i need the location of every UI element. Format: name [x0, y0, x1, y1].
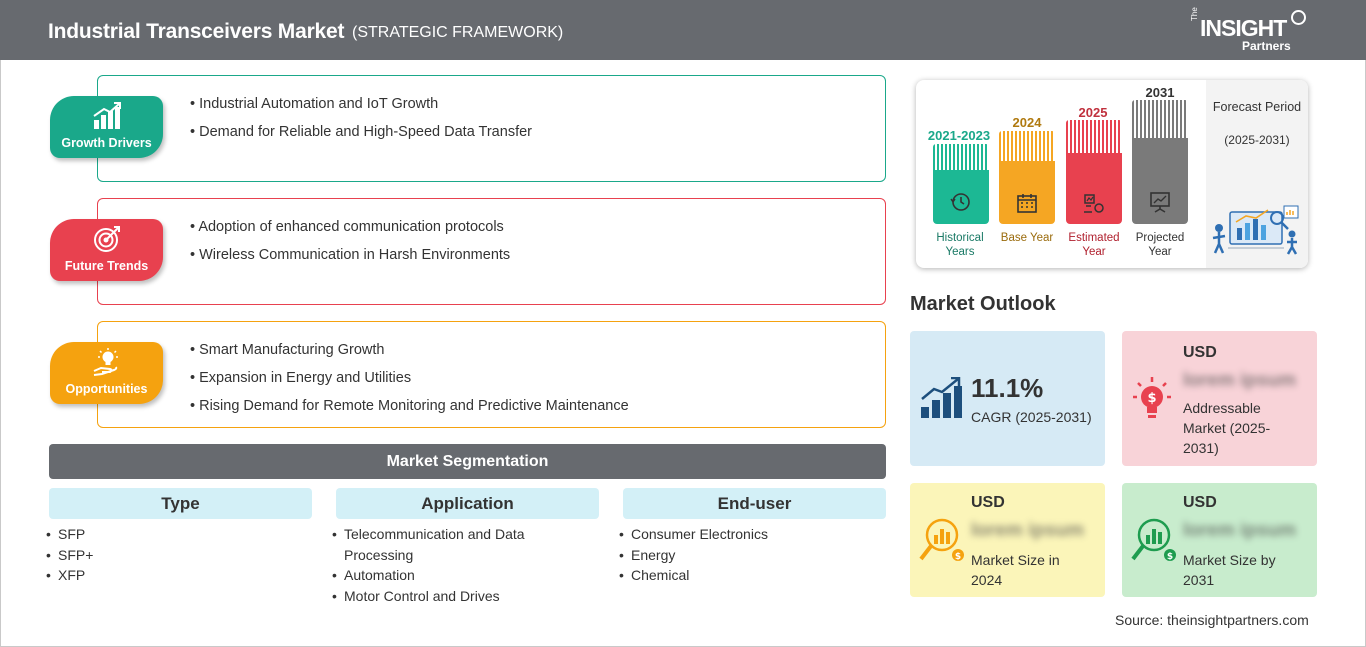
segment-heading-type: Type	[49, 488, 312, 519]
market-size-2024-card: $ USD lorem ipsum Market Size in 2024	[910, 483, 1105, 597]
forecast-illustration-icon	[1212, 205, 1299, 255]
growth-drivers-card: Industrial Automation and IoT Growth Dem…	[97, 75, 886, 182]
growth-chart-icon	[93, 102, 121, 129]
svg-text:$: $	[1147, 391, 1156, 406]
timeline-year-estimated: 2025	[1078, 105, 1108, 120]
list-item: Consumer Electronics	[619, 524, 869, 545]
list-item: SFP	[46, 524, 296, 545]
list-item: XFP	[46, 565, 296, 586]
timeline-bar-estimated	[1066, 120, 1122, 224]
list-item: Demand for Reliable and High-Speed Data …	[190, 124, 532, 152]
timeline-label-estimated: Estimated Year	[1068, 232, 1120, 258]
opportunities-label: Opportunities	[65, 382, 148, 396]
market-segmentation-bar: Market Segmentation	[49, 444, 886, 479]
list-item: SFP+	[46, 545, 296, 566]
history-icon	[950, 193, 970, 211]
list-item: Rising Demand for Remote Monitoring and …	[190, 398, 629, 426]
market-size-2031-desc: Market Size by 2031	[1183, 552, 1276, 588]
page-subtitle: (STRATEGIC FRAMEWORK)	[352, 24, 564, 41]
insight-partners-logo[interactable]: The INSIGHT Partners	[1190, 7, 1310, 54]
opportunities-badge: Opportunities	[50, 342, 163, 404]
timeline-label-base: Base Year	[1000, 232, 1054, 244]
estimate-icon	[1084, 194, 1104, 213]
timeline-bar-historical	[933, 144, 989, 224]
timeline-year-base: 2024	[1012, 115, 1042, 130]
list-item: Expansion in Energy and Utilities	[190, 370, 629, 398]
growth-drivers-label: Growth Drivers	[61, 136, 152, 150]
opportunities-card: Smart Manufacturing Growth Expansion in …	[97, 321, 886, 428]
timeline-bar-base	[999, 131, 1055, 224]
opportunities-list: Smart Manufacturing Growth Expansion in …	[190, 342, 629, 426]
logo-main: INSIGHT	[1200, 15, 1287, 41]
future-trends-card: Adoption of enhanced communication proto…	[97, 198, 886, 305]
list-item: Adoption of enhanced communication proto…	[190, 219, 510, 247]
list-item: Telecommunication and Data Processing	[332, 524, 547, 565]
lightbulb-hand-icon	[93, 348, 118, 376]
cagr-label: CAGR (2025-2031)	[971, 409, 1092, 425]
future-trends-badge: Future Trends	[50, 219, 163, 281]
list-item: Motor Control and Drives	[332, 586, 547, 607]
timeline-bar-projected	[1132, 100, 1188, 224]
list-item: Automation	[332, 565, 547, 586]
logo-the: The	[1190, 7, 1199, 21]
market-size-2024-desc: Market Size in 2024	[971, 552, 1060, 588]
addressable-usd: USD	[1183, 344, 1217, 361]
header: Industrial Transceivers Market (STRATEGI…	[0, 0, 1366, 60]
list-item: Industrial Automation and IoT Growth	[190, 96, 532, 124]
presentation-icon	[1150, 192, 1170, 213]
market-size-2031-value-blurred: lorem ipsum	[1183, 520, 1296, 541]
market-size-2031-card: $ USD lorem ipsum Market Size by 2031	[1122, 483, 1317, 597]
svg-text:$: $	[1167, 552, 1173, 562]
list-item: Smart Manufacturing Growth	[190, 342, 629, 370]
segment-heading-end-user: End-user	[623, 488, 886, 519]
list-item: Wireless Communication in Harsh Environm…	[190, 247, 510, 275]
growth-drivers-badge: Growth Drivers	[50, 96, 163, 158]
forecast-period-title: Forecast Period	[1212, 100, 1302, 114]
source-link[interactable]: Source: theinsightpartners.com	[1115, 612, 1309, 628]
timeline-label-historical: Historical Years	[936, 232, 984, 258]
addressable-market-card: $ USD lorem ipsum Addressable Market (20…	[1122, 331, 1317, 466]
money-chart-icon: $	[1131, 518, 1176, 562]
segment-list-type: SFP SFP+ XFP	[46, 524, 296, 586]
target-icon	[94, 226, 120, 252]
market-size-2024-usd: USD	[971, 494, 1005, 511]
timeline-year-historical: 2021-2023	[927, 128, 991, 143]
market-size-2024-value-blurred: lorem ipsum	[971, 520, 1084, 541]
cagr-card: 11.1% CAGR (2025-2031)	[910, 331, 1105, 466]
market-outlook-title: Market Outlook	[910, 293, 1056, 315]
list-item: Chemical	[619, 565, 869, 586]
growth-drivers-list: Industrial Automation and IoT Growth Dem…	[190, 96, 532, 152]
future-trends-label: Future Trends	[64, 259, 149, 273]
timeline-label-projected: Projected Year	[1135, 232, 1185, 258]
segment-heading-application: Application	[336, 488, 599, 519]
addressable-desc: Addressable Market (2025-2031)	[1183, 400, 1271, 456]
growth-chart-icon	[921, 377, 962, 418]
list-item: Energy	[619, 545, 869, 566]
forecast-period-range: (2025-2031)	[1224, 133, 1290, 147]
addressable-value-blurred: lorem ipsum	[1183, 370, 1296, 391]
calendar-icon	[1017, 194, 1037, 213]
logo-ring-icon	[1291, 10, 1306, 25]
logo-sub: Partners	[1242, 39, 1291, 53]
svg-text:$: $	[955, 552, 961, 562]
timeline-year-projected: 2031	[1145, 85, 1175, 100]
segment-list-application: Telecommunication and Data Processing Au…	[332, 524, 547, 606]
dollar-bulb-icon: $	[1133, 377, 1171, 418]
market-size-2031-usd: USD	[1183, 494, 1217, 511]
segment-list-end-user: Consumer Electronics Energy Chemical	[619, 524, 869, 586]
future-trends-list: Adoption of enhanced communication proto…	[190, 219, 510, 275]
page-title: Industrial Transceivers Market	[48, 20, 345, 43]
cagr-value: 11.1%	[971, 373, 1044, 403]
money-chart-icon: $	[919, 518, 964, 562]
